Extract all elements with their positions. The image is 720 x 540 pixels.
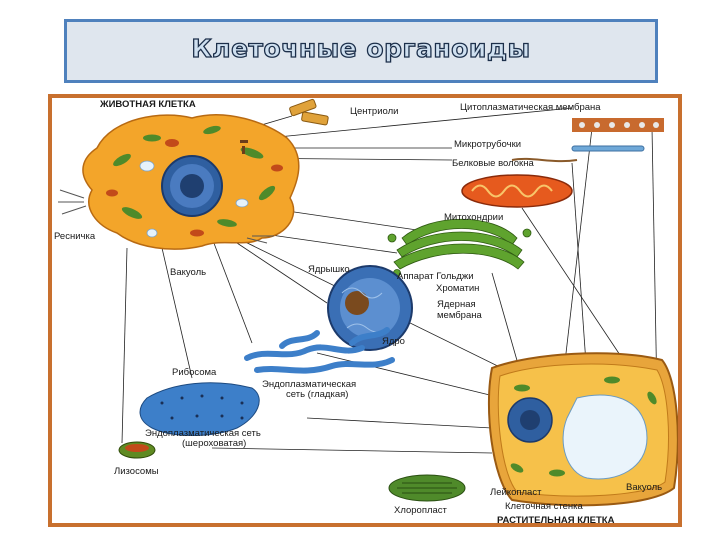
label-cytoplasmic-membrane: Цитоплазматическая мембрана <box>460 102 601 113</box>
cytoplasmic-membrane <box>572 118 664 132</box>
label-vacuole-plant: Вакуоль <box>626 482 662 493</box>
golgi-apparatus <box>388 219 531 276</box>
diagram-frame: ЖИВОТНАЯ КЛЕТКА Центриоли Цитоплазматиче… <box>48 94 682 527</box>
label-protein-fibers: Белковые волокна <box>452 158 534 169</box>
label-animal-cell: ЖИВОТНАЯ КЛЕТКА <box>99 99 196 110</box>
label-nuclear-membrane-2: мембрана <box>437 310 482 321</box>
label-cell-wall: Клеточная стенка <box>505 501 584 512</box>
label-vacuole: Вакуоль <box>170 267 206 278</box>
animal-cell <box>58 115 299 249</box>
cell-organelles-diagram: ЖИВОТНАЯ КЛЕТКА Центриоли Цитоплазматиче… <box>52 98 678 523</box>
label-centrioles: Центриоли <box>350 106 398 117</box>
label-chromatin: Хроматин <box>436 283 479 294</box>
label-er-smooth-2: сеть (гладкая) <box>286 389 348 400</box>
centrioles <box>289 99 328 125</box>
label-leucoplast: Лейкопласт <box>490 487 542 498</box>
label-microtubules: Микротрубочки <box>454 139 521 150</box>
label-nucleolus: Ядрышко <box>308 264 350 275</box>
label-plant-cell: РАСТИТЕЛЬНАЯ КЛЕТКА <box>497 515 615 523</box>
label-nuclear-membrane-1: Ядерная <box>437 299 476 310</box>
label-ribosome: Рибосома <box>172 367 217 378</box>
label-chloroplast: Хлоропласт <box>394 505 448 516</box>
mitochondria <box>462 175 572 207</box>
label-golgi: Аппарат Гольджи <box>397 271 474 282</box>
label-lysosomes: Лизосомы <box>114 466 159 477</box>
chloroplast <box>389 475 465 501</box>
label-cilium: Ресничка <box>54 231 96 242</box>
slide-title: Клеточные органоиды <box>67 34 655 63</box>
label-nucleus: Ядро <box>382 336 405 347</box>
label-mitochondria: Митохондрии <box>444 212 503 223</box>
label-er-rough-2: (шероховатая) <box>182 438 246 449</box>
lysosome <box>119 442 155 458</box>
title-box: Клеточные органоиды <box>64 19 658 83</box>
